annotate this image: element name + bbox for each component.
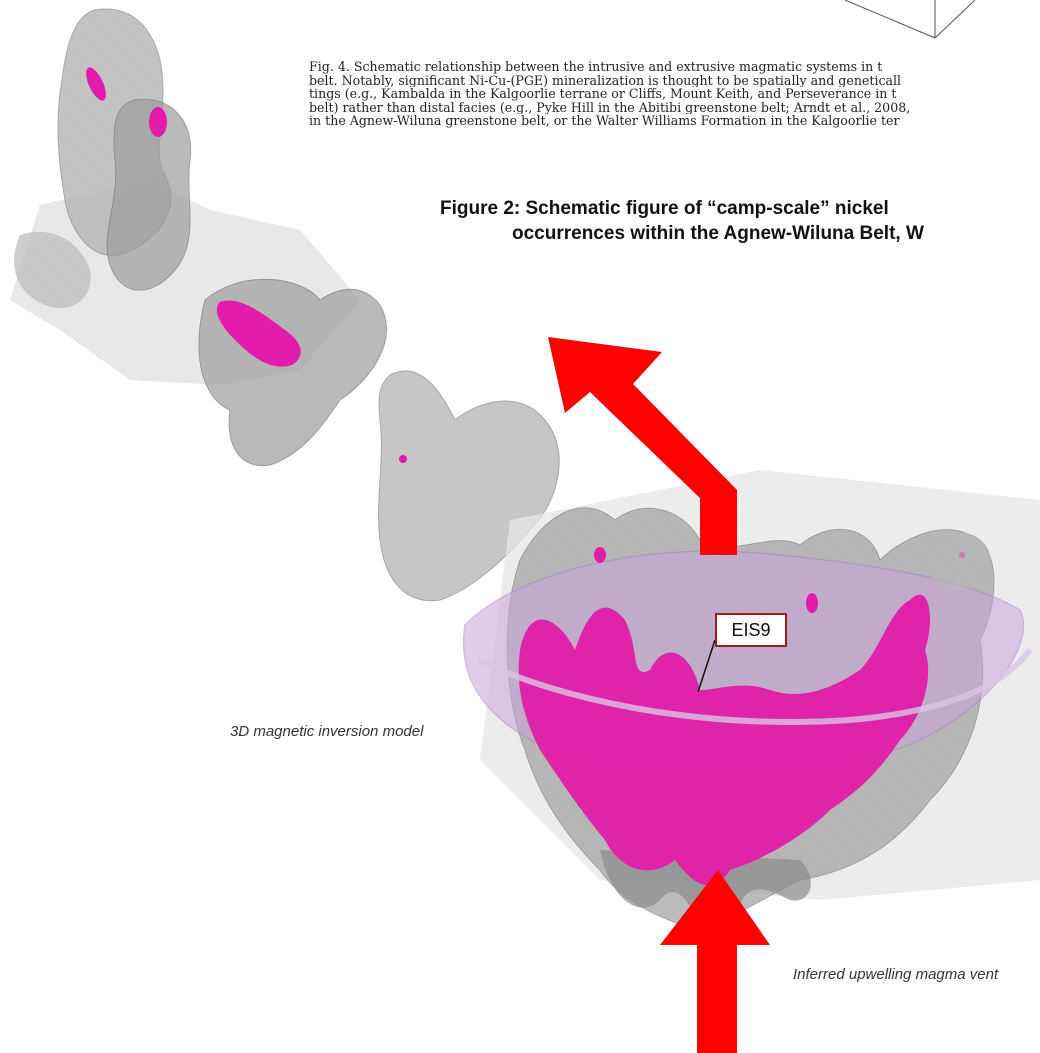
model-label: 3D magnetic inversion model <box>230 723 423 740</box>
ore-body-2 <box>149 107 167 137</box>
middle-model-block <box>199 279 386 465</box>
caption-line: tings (e.g., Kambalda in the Kalgoorlie … <box>309 87 1040 101</box>
figure-title-line-2: occurrences within the Agnew-Wiluna Belt… <box>440 221 1040 246</box>
caption-line: belt) rather than distal facies (e.g., P… <box>309 101 1040 115</box>
box-corner-outline <box>845 0 975 38</box>
eis9-label-box: EIS9 <box>715 613 787 647</box>
caption-line: belt. Notably, significant Ni-Cu-(PGE) m… <box>309 74 1040 88</box>
ore-body-5 <box>594 547 606 563</box>
ore-body-4 <box>399 455 407 463</box>
main-model-block <box>464 470 1040 937</box>
eis9-label: EIS9 <box>731 620 770 641</box>
figure-title: Figure 2: Schematic figure of “camp-scal… <box>440 196 1040 246</box>
vent-label: Inferred upwelling magma vent <box>793 966 998 983</box>
ore-body-6 <box>806 593 818 613</box>
figure-title-line-1: Figure 2: Schematic figure of “camp-scal… <box>440 196 1040 221</box>
source-figure-caption: Fig. 4. Schematic relationship between t… <box>309 60 1040 128</box>
caption-line: Fig. 4. Schematic relationship between t… <box>309 60 1040 74</box>
caption-line: in the Agnew-Wiluna greenstone belt, or … <box>309 114 1040 128</box>
grey-shell-middle <box>107 99 190 290</box>
